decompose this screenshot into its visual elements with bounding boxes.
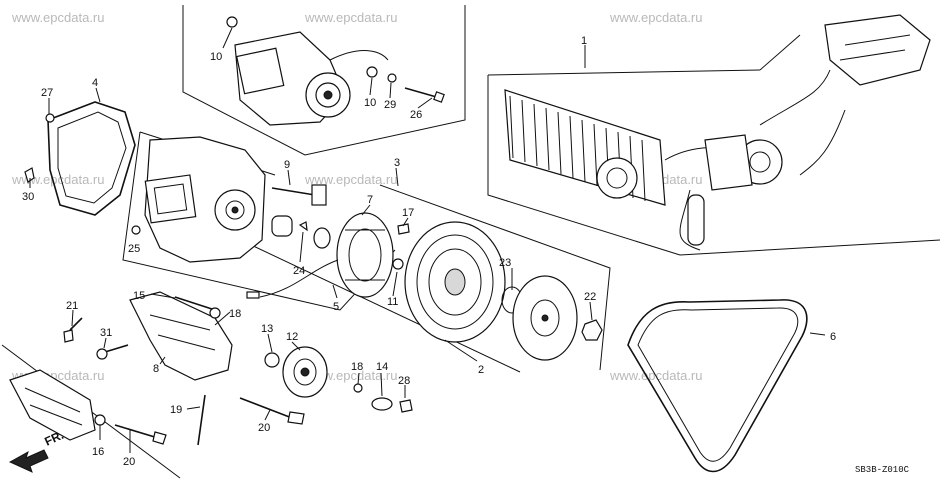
diagram-code: SB3B-Z010C [855,465,910,475]
callout-2: 2 [478,364,484,376]
callout-3: 3 [394,157,400,169]
callout-20a: 20 [258,422,270,434]
lower-brackets [63,291,413,446]
callout-7: 7 [367,194,373,206]
callout-21: 21 [66,300,78,312]
front-arrow-icon [8,449,49,473]
callout-labels: 1 2 3 4 5 6 7 8 9 10 10 11 12 13 14 15 1… [22,35,836,468]
callout-14: 14 [376,361,388,373]
clutch-assembly [246,212,603,361]
callout-31: 31 [100,327,112,339]
condenser-assembly [504,14,931,251]
callout-25: 25 [128,243,140,255]
drive-belt [627,299,808,473]
bracket-4 [24,101,136,216]
callout-26: 26 [410,109,422,121]
callout-4: 4 [92,77,98,89]
watermark: www.epcdata.ru [11,172,105,187]
callout-27: 27 [41,87,53,99]
callout-12: 12 [286,331,298,343]
callout-18a: 18 [229,308,241,320]
front-direction-indicator: FR. [8,428,66,473]
callout-16: 16 [92,446,104,458]
leader-lines [29,27,826,453]
bottom-left-bracket [9,369,167,445]
callout-8: 8 [153,363,159,375]
callout-15: 15 [133,290,145,302]
watermark: www.epcdata.ru [304,172,398,187]
compressor-main [131,136,327,263]
callout-6: 6 [830,331,836,343]
watermark: www.epcdata.ru [609,10,703,25]
callout-30: 30 [22,191,34,203]
callout-13: 13 [261,323,273,335]
callout-17: 17 [402,207,414,219]
callout-24: 24 [293,265,305,277]
callout-10b: 10 [364,97,376,109]
callout-18b: 18 [351,361,363,373]
callout-9: 9 [284,159,290,171]
callout-23: 23 [499,257,511,269]
callout-5: 5 [333,301,339,313]
callout-29: 29 [384,99,396,111]
callout-28: 28 [398,375,410,387]
callout-1: 1 [581,35,587,47]
watermark: www.epcdata.ru [11,10,105,25]
callout-22: 22 [584,291,596,303]
callout-10a: 10 [210,51,222,63]
watermark: www.epcdata.ru [304,10,398,25]
compressor-top [226,16,445,126]
callout-19: 19 [170,404,182,416]
callout-11: 11 [387,296,398,308]
callout-20b: 20 [123,456,135,468]
